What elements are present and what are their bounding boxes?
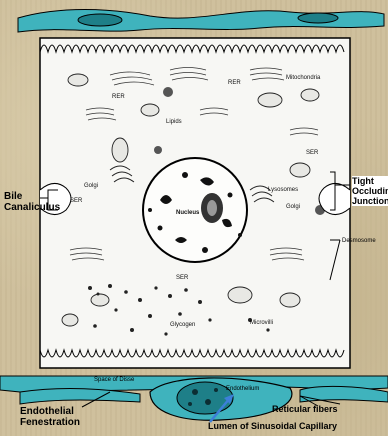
label-lipids: Lipids: [166, 119, 182, 126]
label-desmosome: Desmosome: [342, 238, 376, 245]
label-nucleus: Nucleus: [176, 208, 199, 218]
label-endothelial-fenestration: Endothelial Fenestration: [20, 406, 80, 428]
label-mitochondria: Mitochondria: [286, 75, 320, 82]
label-reticular-fibers: Reticular fibers: [272, 404, 338, 414]
label-ser-bottom: SER: [176, 275, 188, 282]
label-endothelium: Endothelium: [226, 386, 259, 393]
label-golgi-left: Golgi: [84, 183, 98, 190]
label-rer-upper: RER: [228, 80, 241, 87]
label-rer-left: RER: [112, 94, 125, 101]
label-glycogen: Glycogen: [170, 322, 195, 329]
label-ser-right: SER: [306, 150, 318, 157]
top-endothelium: [18, 10, 384, 33]
label-golgi-right: Golgi: [286, 204, 300, 211]
label-tight-junction: Tight Occluding Junction: [352, 176, 388, 206]
label-space-of-disse: Space of Disse: [94, 377, 134, 384]
label-lumen: Lumen of Sinusoidal Capillary: [208, 421, 337, 431]
label-microvilli: Microvilli: [250, 320, 273, 327]
label-bile-canaliculus: Bile Canaliculus: [4, 191, 60, 213]
label-ser-left: SER: [70, 198, 82, 205]
label-lysosomes: Lysosomes: [268, 187, 298, 194]
